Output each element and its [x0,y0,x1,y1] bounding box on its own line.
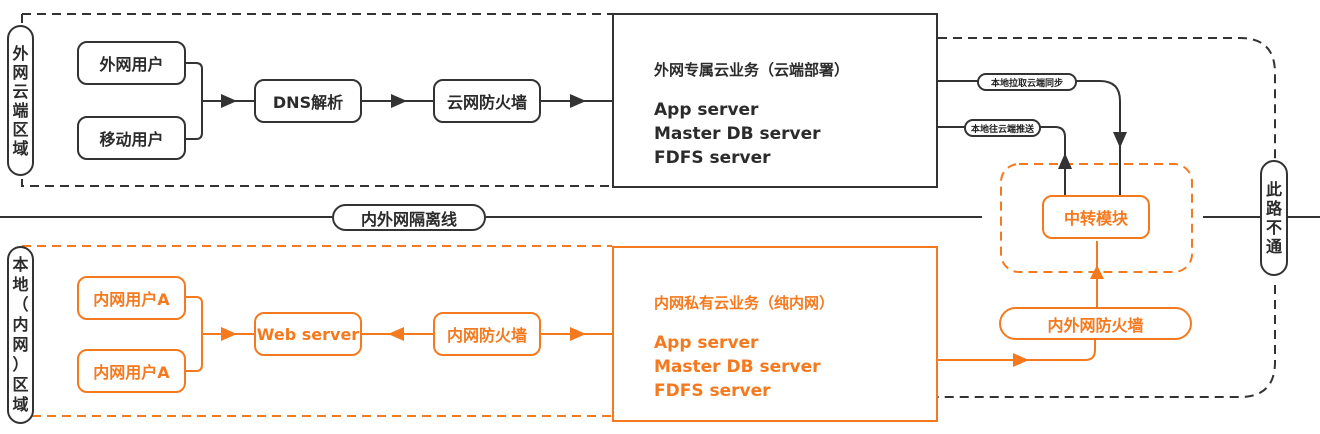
zone-char: （ [12,295,29,314]
arrow-pull-down [1113,132,1127,148]
arrow-to-boundary-firewall [1013,353,1029,367]
zone-char: 不 [1265,218,1282,237]
internal-service-title: 内网私有云业务（纯内网） [654,294,835,312]
boundary-firewall-node: 内外网防火墙 [999,307,1192,340]
server-item: App server [654,333,759,353]
server-item: Master DB server [654,124,821,144]
mobile-user-node: 移动用户 [77,116,186,160]
cloud-region-border [938,37,1276,165]
arrow-to-external-service [570,94,586,108]
zone-char: 地 [12,275,29,294]
server-item: Master DB server [654,357,821,377]
arrow-from-firewall-to-web [388,327,404,341]
arrow-push-up [1058,153,1072,169]
zone-char: 域 [12,395,29,414]
zone-char: 此 [1265,180,1282,199]
internal-user-node: 内网用户A [77,349,186,393]
arrow-to-relay [1090,265,1104,279]
push-sync-label: 本地往云端推送 [964,119,1041,137]
external-user-node: 外网用户 [77,41,186,85]
internal-firewall-node: 内网防火墙 [433,312,541,356]
arrow-to-dns [221,94,237,108]
zone-char: 域 [12,138,29,158]
server-item: FDFS server [654,148,771,168]
external-service-title: 外网专属云业务（云端部署） [654,61,850,79]
zone-char: 区 [12,119,29,139]
cloud-firewall-node: 云网防火墙 [433,79,541,123]
zone-char: 区 [12,375,29,394]
external-service-box: 外网专属云业务（云端部署） App server Master DB serve… [612,13,938,188]
external-zone-label: 外 网 云 端 区 域 [7,25,34,176]
zone-char: 云 [12,81,29,101]
blocked-path-label: 此 路 不 通 [1260,160,1288,276]
zone-char: 端 [12,100,29,120]
web-server-node: Web server [254,312,362,356]
zone-char: 网 [12,335,29,354]
internal-service-box: 内网私有云业务（纯内网） App server Master DB server… [612,246,938,422]
dns-node: DNS解析 [254,79,362,123]
server-item: FDFS server [654,381,771,401]
zone-char: 内 [12,315,29,334]
zone-char: 本 [12,255,29,274]
zone-char: 外 [12,43,29,63]
server-item: App server [654,100,759,120]
cloud-region-border-lower [938,285,1276,398]
isolation-line-label: 内外网隔离线 [332,204,486,231]
arrow-to-internal-service [570,327,586,341]
relay-module-node: 中转模块 [1042,195,1150,239]
arrow-to-web-server [221,327,237,341]
pull-sync-label: 本地拉取云端同步 [977,73,1077,91]
zone-char: 网 [12,62,29,82]
zone-char: 通 [1265,237,1282,256]
external-zone-border [21,13,612,187]
internal-zone-label: 本 地 （ 内 网 ） 区 域 [7,246,34,424]
zone-char: 路 [1265,199,1282,218]
arrow-to-cloud-firewall [391,94,407,108]
internal-user-node: 内网用户A [77,276,186,320]
zone-char: ） [12,355,29,374]
